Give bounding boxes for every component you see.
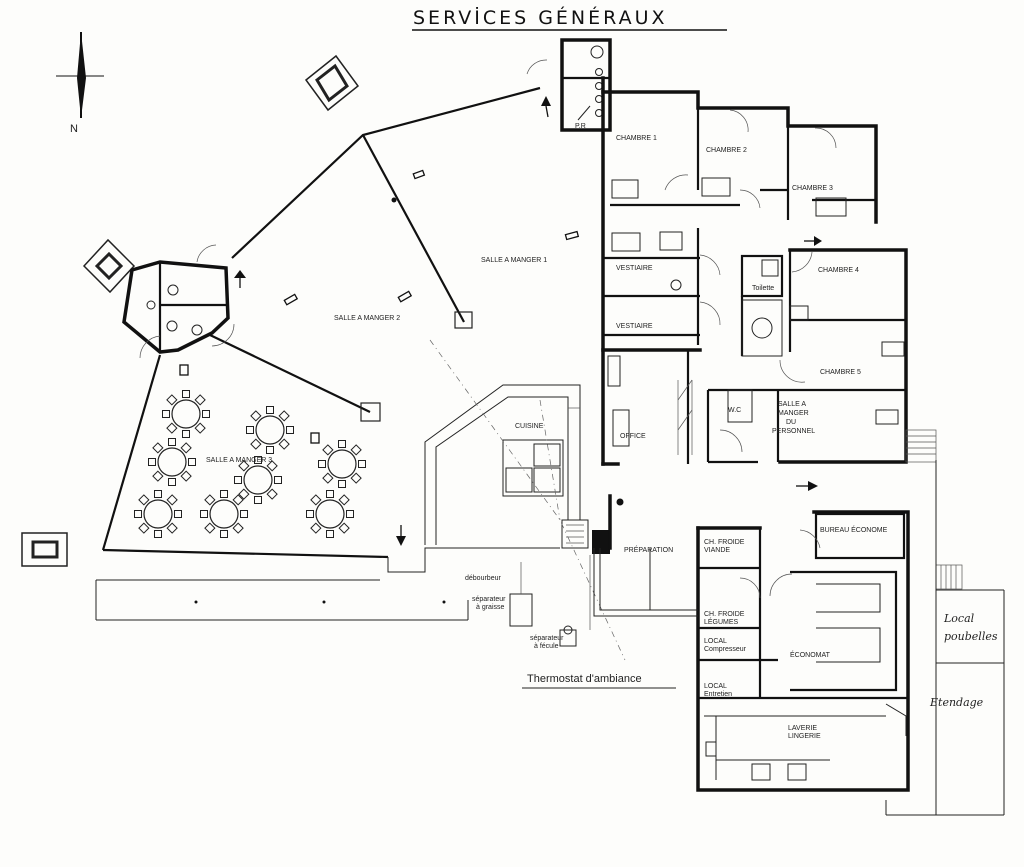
main-building <box>560 38 937 466</box>
label-vestiaire-1: VESTIAIRE <box>616 265 653 272</box>
label-salle-personnel-4: PERSONNEL <box>772 428 815 435</box>
label-preparation: PRÉPARATION <box>624 545 673 554</box>
note-etendage: Etendage <box>929 696 984 709</box>
round-table-6 <box>134 490 182 538</box>
services-wing <box>593 460 1005 816</box>
label-ch-froide-viande-2: VIANDE <box>704 547 730 554</box>
label-wc: W.C <box>728 407 741 414</box>
label-office: OFFICE <box>620 433 646 440</box>
label-chambre-1: CHAMBRE 1 <box>616 135 657 142</box>
plan-title: SERVİCES GÉNÉRAUX <box>413 6 668 29</box>
label-salle-2: SALLE A MANGER 2 <box>334 315 400 322</box>
round-table-4 <box>234 456 282 504</box>
round-table-1 <box>162 390 210 438</box>
label-salle-1: SALLE A MANGER 1 <box>481 257 547 264</box>
round-table-3 <box>148 438 196 486</box>
north-label: N <box>70 123 78 135</box>
pillar-w <box>82 238 136 294</box>
label-local-compresseur-2: Compresseur <box>704 646 747 653</box>
round-table-7 <box>200 490 248 538</box>
round-tables <box>134 390 366 538</box>
label-ch-froide-viande-1: CH. FROIDE <box>704 539 745 546</box>
label-salle-personnel-2: MANGER <box>778 410 809 417</box>
label-chambre-2: CHAMBRE 2 <box>706 147 747 154</box>
kitchen <box>429 339 626 661</box>
label-bureau-econome: BUREAU ÉCONOME <box>820 525 888 534</box>
note-thermostat: Thermostat d'ambiance <box>527 673 642 685</box>
north-arrow-icon: N <box>56 32 104 135</box>
label-ch-froide-legumes-2: LÉGUMES <box>704 617 739 626</box>
label-vestiaire-2: VESTIAIRE <box>616 323 653 330</box>
label-chambre-4: CHAMBRE 4 <box>818 267 859 274</box>
label-salle-3: SALLE A MANGER 3 <box>206 457 272 464</box>
annotations: débourbeur séparateur à graisse séparate… <box>465 575 998 709</box>
note-debourbeur: débourbeur <box>465 575 501 582</box>
label-salle-personnel-3: DU <box>786 419 796 426</box>
label-pr: P.R <box>575 123 586 130</box>
round-table-5 <box>318 440 366 488</box>
note-local-poubelles-2: poubelles <box>944 630 998 643</box>
label-chambre-5: CHAMBRE 5 <box>820 369 861 376</box>
label-economat: ÉCONOMAT <box>790 650 831 659</box>
label-laverie-1: LAVERIE <box>788 725 817 732</box>
round-table-2 <box>246 406 294 454</box>
pillar-ne <box>304 54 360 112</box>
round-table-8 <box>306 490 354 538</box>
label-local-entretien-2: Entretien <box>704 691 732 698</box>
note-separateur-2: à graisse <box>476 604 505 611</box>
room-labels: CHAMBRE 1 CHAMBRE 2 CHAMBRE 3 CHAMBRE 4 … <box>206 123 888 740</box>
label-laverie-2: LINGERIE <box>788 733 821 740</box>
note-local-poubelles-1: Local <box>943 612 975 625</box>
label-local-entretien-1: LOCAL <box>704 683 727 690</box>
label-ch-froide-legumes-1: CH. FROIDE <box>704 611 745 618</box>
dining-wing <box>101 59 581 559</box>
label-toilette: Toilette <box>752 285 774 292</box>
note-separateur-fecule-1: séparateur <box>530 635 564 642</box>
note-separateur-1: séparateur <box>472 596 506 603</box>
note-separateur-fecule-2: à fécule <box>534 643 559 650</box>
label-cuisine: CUISINE <box>515 423 544 430</box>
label-salle-personnel-1: SALLE A <box>778 401 806 408</box>
label-chambre-3: CHAMBRE 3 <box>792 185 833 192</box>
pillar-sw <box>21 532 68 567</box>
label-local-compresseur-1: LOCAL <box>704 638 727 645</box>
terrace <box>95 547 591 647</box>
